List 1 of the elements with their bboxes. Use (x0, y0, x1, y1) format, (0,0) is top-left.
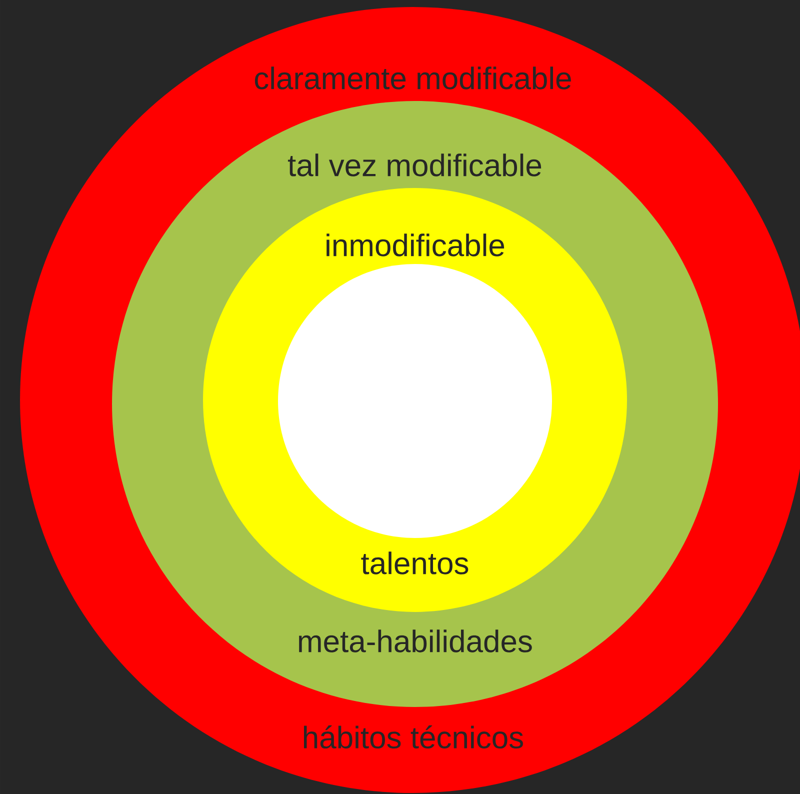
circle (278, 264, 552, 538)
